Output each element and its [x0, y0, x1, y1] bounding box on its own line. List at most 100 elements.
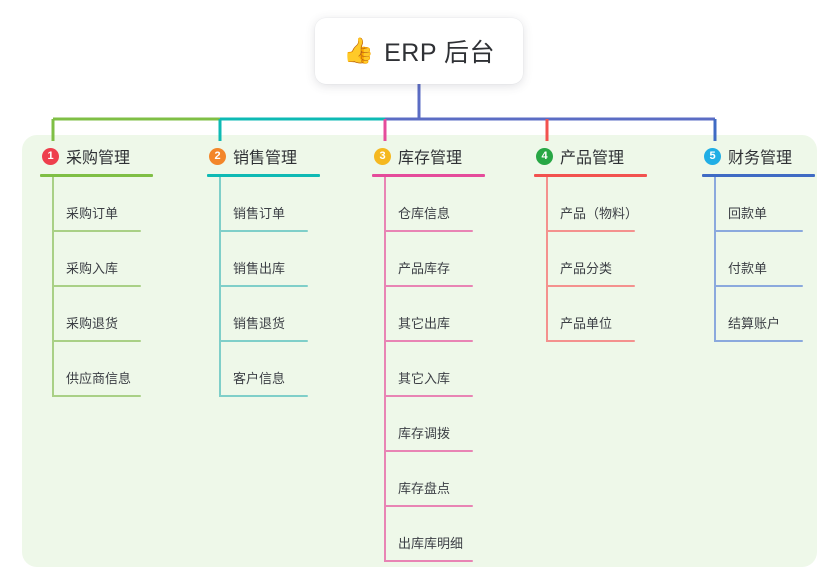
- branch-column-5: 5 财务管理回款单付款单结算账户: [702, 143, 815, 342]
- branch-item-rule: [714, 230, 803, 232]
- branch-item-label: 库存盘点: [398, 481, 451, 496]
- branch-items-5: 回款单付款单结算账户: [702, 177, 815, 342]
- branch-item-rule: [384, 340, 473, 342]
- branch-item-label: 采购入库: [66, 261, 119, 276]
- branch-item[interactable]: 采购退货: [40, 287, 153, 342]
- branch-spine-4: [546, 177, 548, 342]
- branch-header-rule-3: [372, 174, 485, 177]
- branch-item[interactable]: 销售退货: [207, 287, 320, 342]
- branch-item[interactable]: 库存盘点: [372, 452, 485, 507]
- thumbs-up-emoji: 👍: [342, 36, 375, 65]
- branch-item-label: 采购退货: [66, 316, 119, 331]
- branch-item-rule: [52, 230, 141, 232]
- branch-items-3: 仓库信息产品库存其它出库其它入库库存调拨库存盘点出库库明细: [372, 177, 485, 562]
- branch-item-label: 产品分类: [560, 261, 613, 276]
- branch-item-label: 客户信息: [233, 371, 286, 386]
- branch-item-rule: [384, 450, 473, 452]
- branch-item-label: 出库库明细: [398, 536, 464, 551]
- branch-spine-3: [384, 177, 386, 562]
- branch-badge-3: 3: [374, 147, 391, 165]
- branch-item[interactable]: 供应商信息: [40, 342, 153, 397]
- branch-title-3: 库存管理: [398, 150, 463, 167]
- branch-title-1: 采购管理: [66, 150, 131, 167]
- branch-item[interactable]: 其它出库: [372, 287, 485, 342]
- branch-header-rule-2: [207, 174, 320, 177]
- branch-item-rule: [714, 285, 803, 287]
- branch-item-label: 结算账户: [728, 316, 781, 331]
- branch-column-2: 2 销售管理销售订单销售出库销售退货客户信息: [207, 143, 320, 397]
- branch-item[interactable]: 结算账户: [702, 287, 815, 342]
- branch-title-2: 销售管理: [233, 150, 298, 167]
- branch-spine-5: [714, 177, 716, 342]
- branch-badge-4: 4: [536, 147, 553, 165]
- branch-item-rule: [219, 340, 308, 342]
- branch-item-rule: [384, 230, 473, 232]
- branch-item-label: 付款单: [728, 261, 768, 276]
- branch-item[interactable]: 付款单: [702, 232, 815, 287]
- branch-item[interactable]: 出库库明细: [372, 507, 485, 562]
- branch-badge-2: 2: [209, 147, 226, 165]
- branch-item-label: 其它出库: [398, 316, 451, 331]
- branch-item-rule: [219, 395, 308, 397]
- branch-item-rule: [714, 340, 803, 342]
- branch-item-rule: [546, 340, 635, 342]
- branch-title-4: 产品管理: [560, 150, 625, 167]
- branch-header-rule-5: [702, 174, 815, 177]
- branch-item-rule: [384, 505, 473, 507]
- branch-item-rule: [219, 285, 308, 287]
- root-node[interactable]: 👍 ERP 后台: [315, 18, 523, 84]
- branch-header-rule-1: [40, 174, 153, 177]
- branch-item[interactable]: 客户信息: [207, 342, 320, 397]
- branch-item-rule: [384, 285, 473, 287]
- branch-item-label: 销售退货: [233, 316, 286, 331]
- branches-panel: [22, 135, 817, 567]
- branch-item-label: 产品库存: [398, 261, 451, 276]
- branch-header-4[interactable]: 4 产品管理: [534, 143, 647, 169]
- branch-item[interactable]: 库存调拨: [372, 397, 485, 452]
- branch-item-label: 销售订单: [233, 206, 286, 221]
- branch-item-rule: [52, 285, 141, 287]
- branch-item-label: 销售出库: [233, 261, 286, 276]
- branch-item-label: 仓库信息: [398, 206, 451, 221]
- branch-item[interactable]: 产品库存: [372, 232, 485, 287]
- branch-item-rule: [384, 395, 473, 397]
- branch-item[interactable]: 销售出库: [207, 232, 320, 287]
- branch-item[interactable]: 仓库信息: [372, 177, 485, 232]
- branch-header-3[interactable]: 3 库存管理: [372, 143, 485, 169]
- branch-badge-5: 5: [704, 147, 721, 165]
- branch-item-label: 采购订单: [66, 206, 119, 221]
- branch-title-5: 财务管理: [728, 150, 793, 167]
- branch-item-rule: [219, 230, 308, 232]
- branch-item[interactable]: 采购入库: [40, 232, 153, 287]
- branch-item-label: 回款单: [728, 206, 768, 221]
- branch-item[interactable]: 产品（物料）: [534, 177, 647, 232]
- branch-header-5[interactable]: 5 财务管理: [702, 143, 815, 169]
- branch-item-rule: [546, 285, 635, 287]
- branch-item[interactable]: 销售订单: [207, 177, 320, 232]
- branch-item[interactable]: 产品单位: [534, 287, 647, 342]
- branch-item[interactable]: 产品分类: [534, 232, 647, 287]
- branch-item-label: 产品（物料）: [560, 206, 639, 221]
- branch-item-rule: [52, 395, 141, 397]
- branch-column-3: 3 库存管理仓库信息产品库存其它出库其它入库库存调拨库存盘点出库库明细: [372, 143, 485, 562]
- branch-item-label: 其它入库: [398, 371, 451, 386]
- branch-item-rule: [546, 230, 635, 232]
- branch-item-label: 库存调拨: [398, 426, 451, 441]
- branch-items-2: 销售订单销售出库销售退货客户信息: [207, 177, 320, 397]
- branch-items-4: 产品（物料） 产品分类产品单位: [534, 177, 647, 342]
- branch-header-2[interactable]: 2 销售管理: [207, 143, 320, 169]
- branch-item-label: 产品单位: [560, 316, 613, 331]
- branch-item[interactable]: 回款单: [702, 177, 815, 232]
- branch-spine-2: [219, 177, 221, 397]
- branch-item[interactable]: 其它入库: [372, 342, 485, 397]
- branch-item-rule: [52, 340, 141, 342]
- root-title: ERP 后台: [384, 39, 496, 67]
- branch-item-label: 供应商信息: [66, 371, 132, 386]
- branch-item[interactable]: 采购订单: [40, 177, 153, 232]
- branch-header-rule-4: [534, 174, 647, 177]
- branch-items-1: 采购订单采购入库采购退货供应商信息: [40, 177, 153, 397]
- branch-column-4: 4 产品管理产品（物料） 产品分类产品单位: [534, 143, 647, 342]
